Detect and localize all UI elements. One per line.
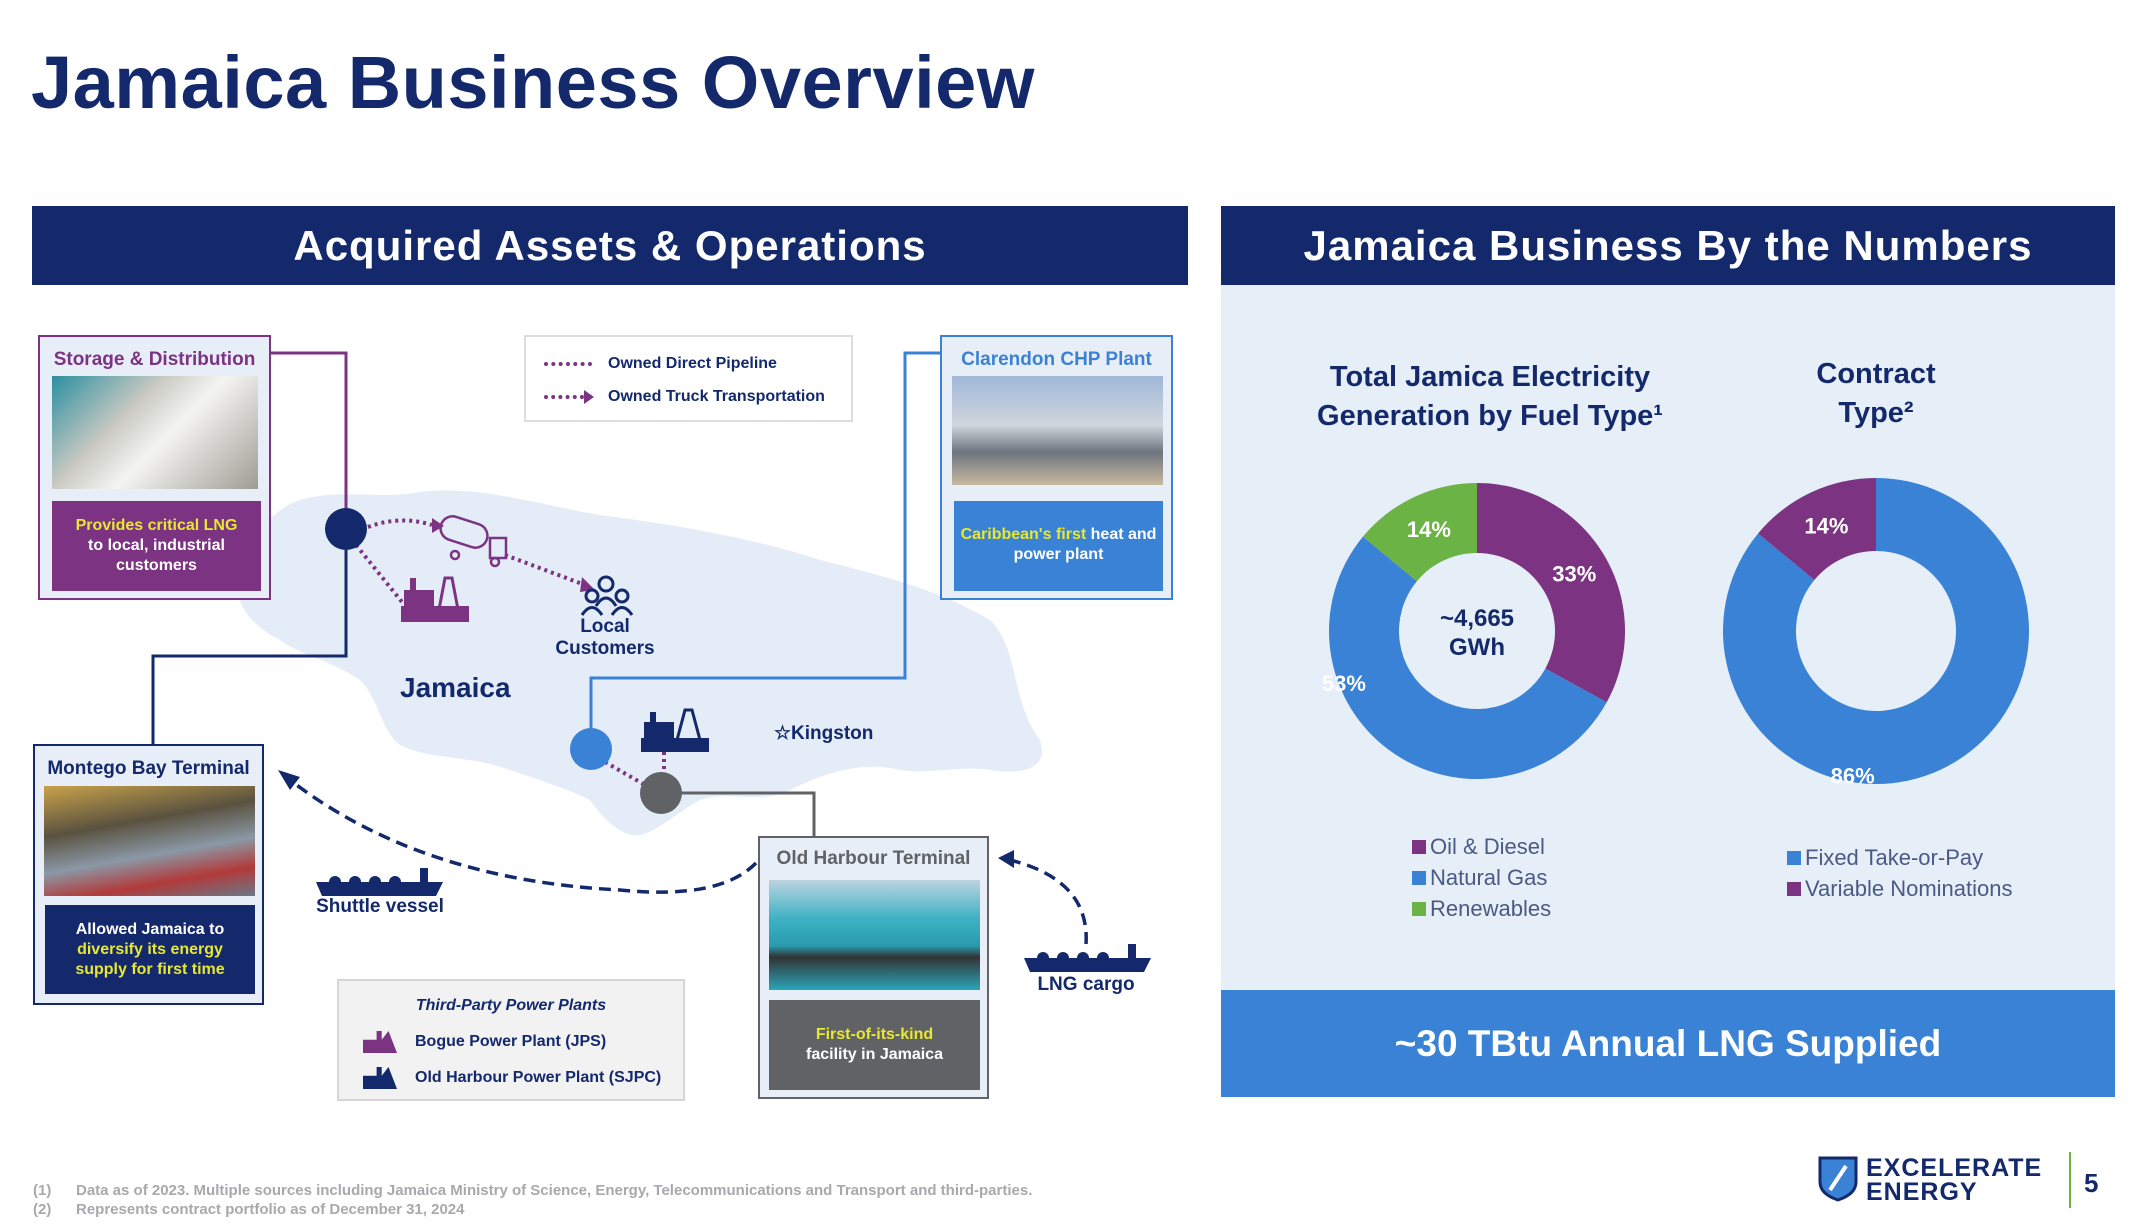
shuttle-vessel-icon bbox=[316, 868, 443, 896]
footnote-2: (2)Represents contract portfolio as of D… bbox=[33, 1201, 465, 1218]
jamaica-map bbox=[151, 351, 1151, 972]
page-number: 5 bbox=[2084, 1168, 2099, 1198]
oldharbour-node bbox=[640, 772, 682, 814]
island-shape bbox=[237, 490, 1042, 836]
old-harbour-photo bbox=[769, 880, 980, 990]
numbers-header: Jamaica Business By the Numbers bbox=[1221, 206, 2115, 285]
donut-label-1-0: 86% bbox=[1831, 764, 1875, 789]
donut-label-1-1: 14% bbox=[1804, 514, 1848, 539]
power-plant-icon bbox=[401, 576, 469, 622]
legend-gas: Natural Gas bbox=[1412, 865, 1547, 891]
donut-label-0-1: 53% bbox=[1322, 671, 1366, 696]
star-icon: ☆ bbox=[774, 723, 792, 744]
donut-slice-1-1 bbox=[1758, 478, 1876, 581]
clarendon-connector bbox=[589, 351, 940, 730]
route-legend: Owned Direct Pipeline Owned Truck Transp… bbox=[524, 335, 853, 422]
donut-label-0-2: 14% bbox=[1407, 517, 1451, 542]
donut-charts: 33% 53% 14% 86% 14% bbox=[1322, 478, 2029, 789]
swatch-icon bbox=[1787, 882, 1801, 896]
lng-truck-icon bbox=[439, 515, 508, 568]
power-plant-icon bbox=[363, 1067, 397, 1089]
lng-route bbox=[1009, 858, 1088, 945]
storage-photo bbox=[52, 376, 258, 489]
power-plant-icon bbox=[363, 1031, 397, 1053]
shuttle-route bbox=[288, 778, 758, 894]
page-title: Jamaica Business Overview bbox=[31, 41, 1035, 124]
donut-slice-1-0 bbox=[1723, 478, 2029, 784]
clarendon-photo bbox=[952, 376, 1163, 485]
pipeline-plant bbox=[354, 543, 404, 604]
legend-oil: Oil & Diesel bbox=[1412, 834, 1545, 860]
clarendon-caption: Caribbean's first heat and power plant bbox=[954, 501, 1163, 591]
oldharbour-connector bbox=[680, 791, 816, 836]
kingston-label: ☆Kingston bbox=[774, 723, 874, 744]
storage-card: Storage & Distribution Provides critical… bbox=[38, 335, 271, 600]
storage-connector bbox=[271, 351, 348, 510]
swatch-icon bbox=[1412, 840, 1426, 854]
montego-photo bbox=[44, 786, 255, 896]
dotted-line-icon bbox=[544, 362, 592, 366]
swatch-icon bbox=[1787, 851, 1801, 865]
legend-variable: Variable Nominations bbox=[1787, 876, 2012, 902]
clarendon-node bbox=[570, 728, 612, 770]
swatch-icon bbox=[1412, 871, 1426, 885]
clarendon-plant-icon bbox=[641, 708, 709, 752]
assets-header: Acquired Assets & Operations bbox=[32, 206, 1188, 285]
shuttle-vessel-label: Shuttle vessel bbox=[316, 896, 444, 917]
donut-label-0-0: 33% bbox=[1552, 561, 1596, 586]
legend-fixed: Fixed Take-or-Pay bbox=[1787, 845, 1983, 871]
lng-cargo-ship-icon bbox=[1024, 944, 1151, 972]
lng-cargo-label: LNG cargo bbox=[1037, 974, 1135, 995]
customers-icon bbox=[580, 575, 634, 616]
donut-slice-0-1 bbox=[1329, 536, 1607, 779]
jamaica-label: Jamaica bbox=[400, 672, 511, 703]
dotted-arrow-icon bbox=[544, 395, 584, 399]
donut-slice-0-2 bbox=[1362, 483, 1477, 582]
swatch-icon bbox=[1412, 902, 1426, 916]
pipeline-oldharbour bbox=[604, 760, 646, 787]
storage-node bbox=[325, 508, 367, 550]
footnote-1: (1)Data as of 2023. Multiple sources inc… bbox=[33, 1182, 1033, 1199]
clarendon-card: Clarendon CHP Plant Caribbean's first he… bbox=[940, 335, 1173, 600]
third-party-plants: Third-Party Power Plants Bogue Power Pla… bbox=[337, 979, 685, 1101]
montego-connector bbox=[151, 548, 348, 744]
legend-renewables: Renewables bbox=[1412, 896, 1551, 922]
logo-divider bbox=[2069, 1152, 2071, 1208]
truck-route-2 bbox=[504, 553, 586, 587]
donut-slice-0-0 bbox=[1477, 483, 1625, 703]
lng-supplied-banner: ~30 TBtu Annual LNG Supplied bbox=[1221, 990, 2115, 1097]
excelerate-shield-icon bbox=[1818, 1154, 1858, 1202]
